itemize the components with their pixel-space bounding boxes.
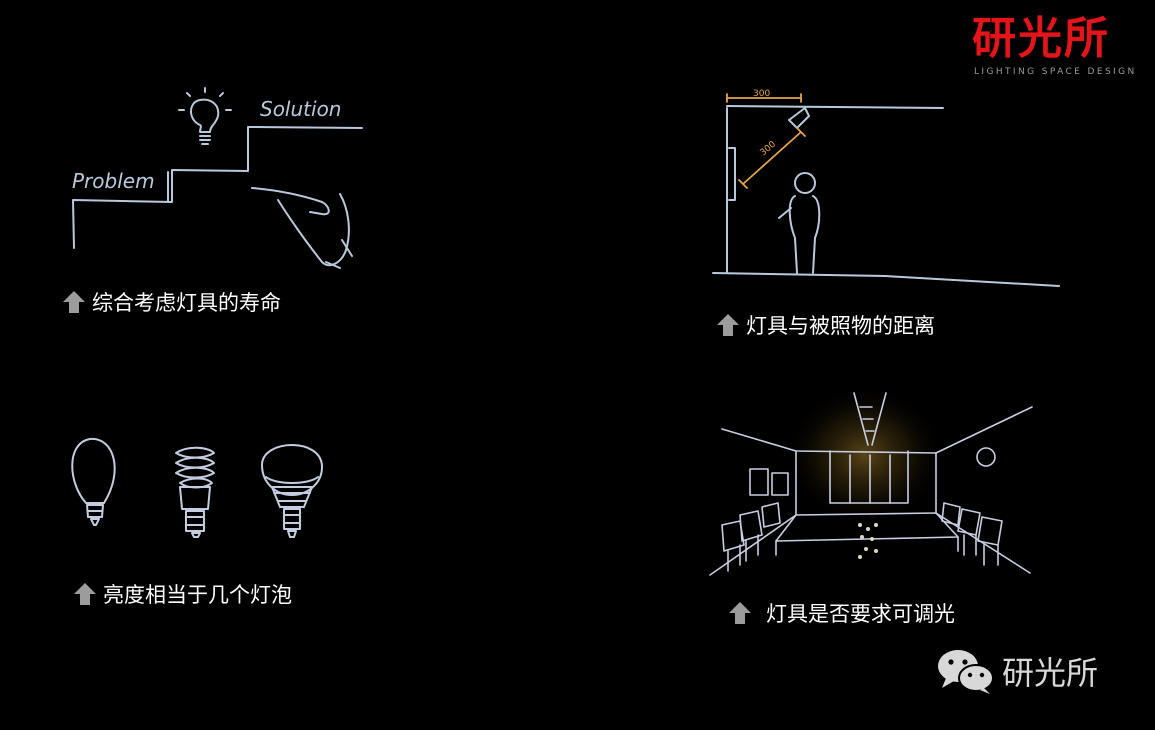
brand-subtitle: LIGHTING SPACE DESIGN	[974, 67, 1137, 77]
bulbs-sketch	[71, 437, 323, 538]
distance-sketch: 300 300	[712, 89, 1060, 287]
meeting-room-sketch	[709, 385, 1033, 576]
brand-logo: 研光所 LIGHTING SPACE DESIGN	[972, 14, 1147, 80]
wechat-icon	[938, 650, 994, 694]
caption-lifespan: 综合考虑灯具的寿命	[62, 287, 281, 317]
caption-distance: 灯具与被照物的距离	[716, 310, 935, 340]
up-arrow-icon	[729, 602, 751, 624]
caption-dimming: 灯具是否要求可调光	[728, 598, 955, 628]
caption-lifespan-text: 综合考虑灯具的寿命	[92, 291, 281, 315]
sketch-label-problem: Problem	[72, 169, 155, 193]
up-arrow-icon	[717, 314, 739, 336]
caption-brightness-text: 亮度相当于几个灯泡	[103, 583, 292, 607]
dimension-label-ceiling: 300	[753, 89, 770, 99]
caption-brightness: 亮度相当于几个灯泡	[73, 579, 292, 609]
sketch-label-solution: Solution	[260, 97, 341, 121]
brand-name: 研光所	[972, 13, 1110, 64]
up-arrow-icon	[63, 291, 85, 313]
caption-dimming-text: 灯具是否要求可调光	[766, 602, 955, 626]
problem-solution-sketch: Problem Solution	[72, 87, 363, 269]
up-arrow-icon	[74, 583, 96, 605]
wechat-watermark: 研光所	[936, 648, 1098, 694]
caption-distance-text: 灯具与被照物的距离	[746, 314, 935, 338]
watermark-text: 研光所	[1002, 654, 1099, 692]
